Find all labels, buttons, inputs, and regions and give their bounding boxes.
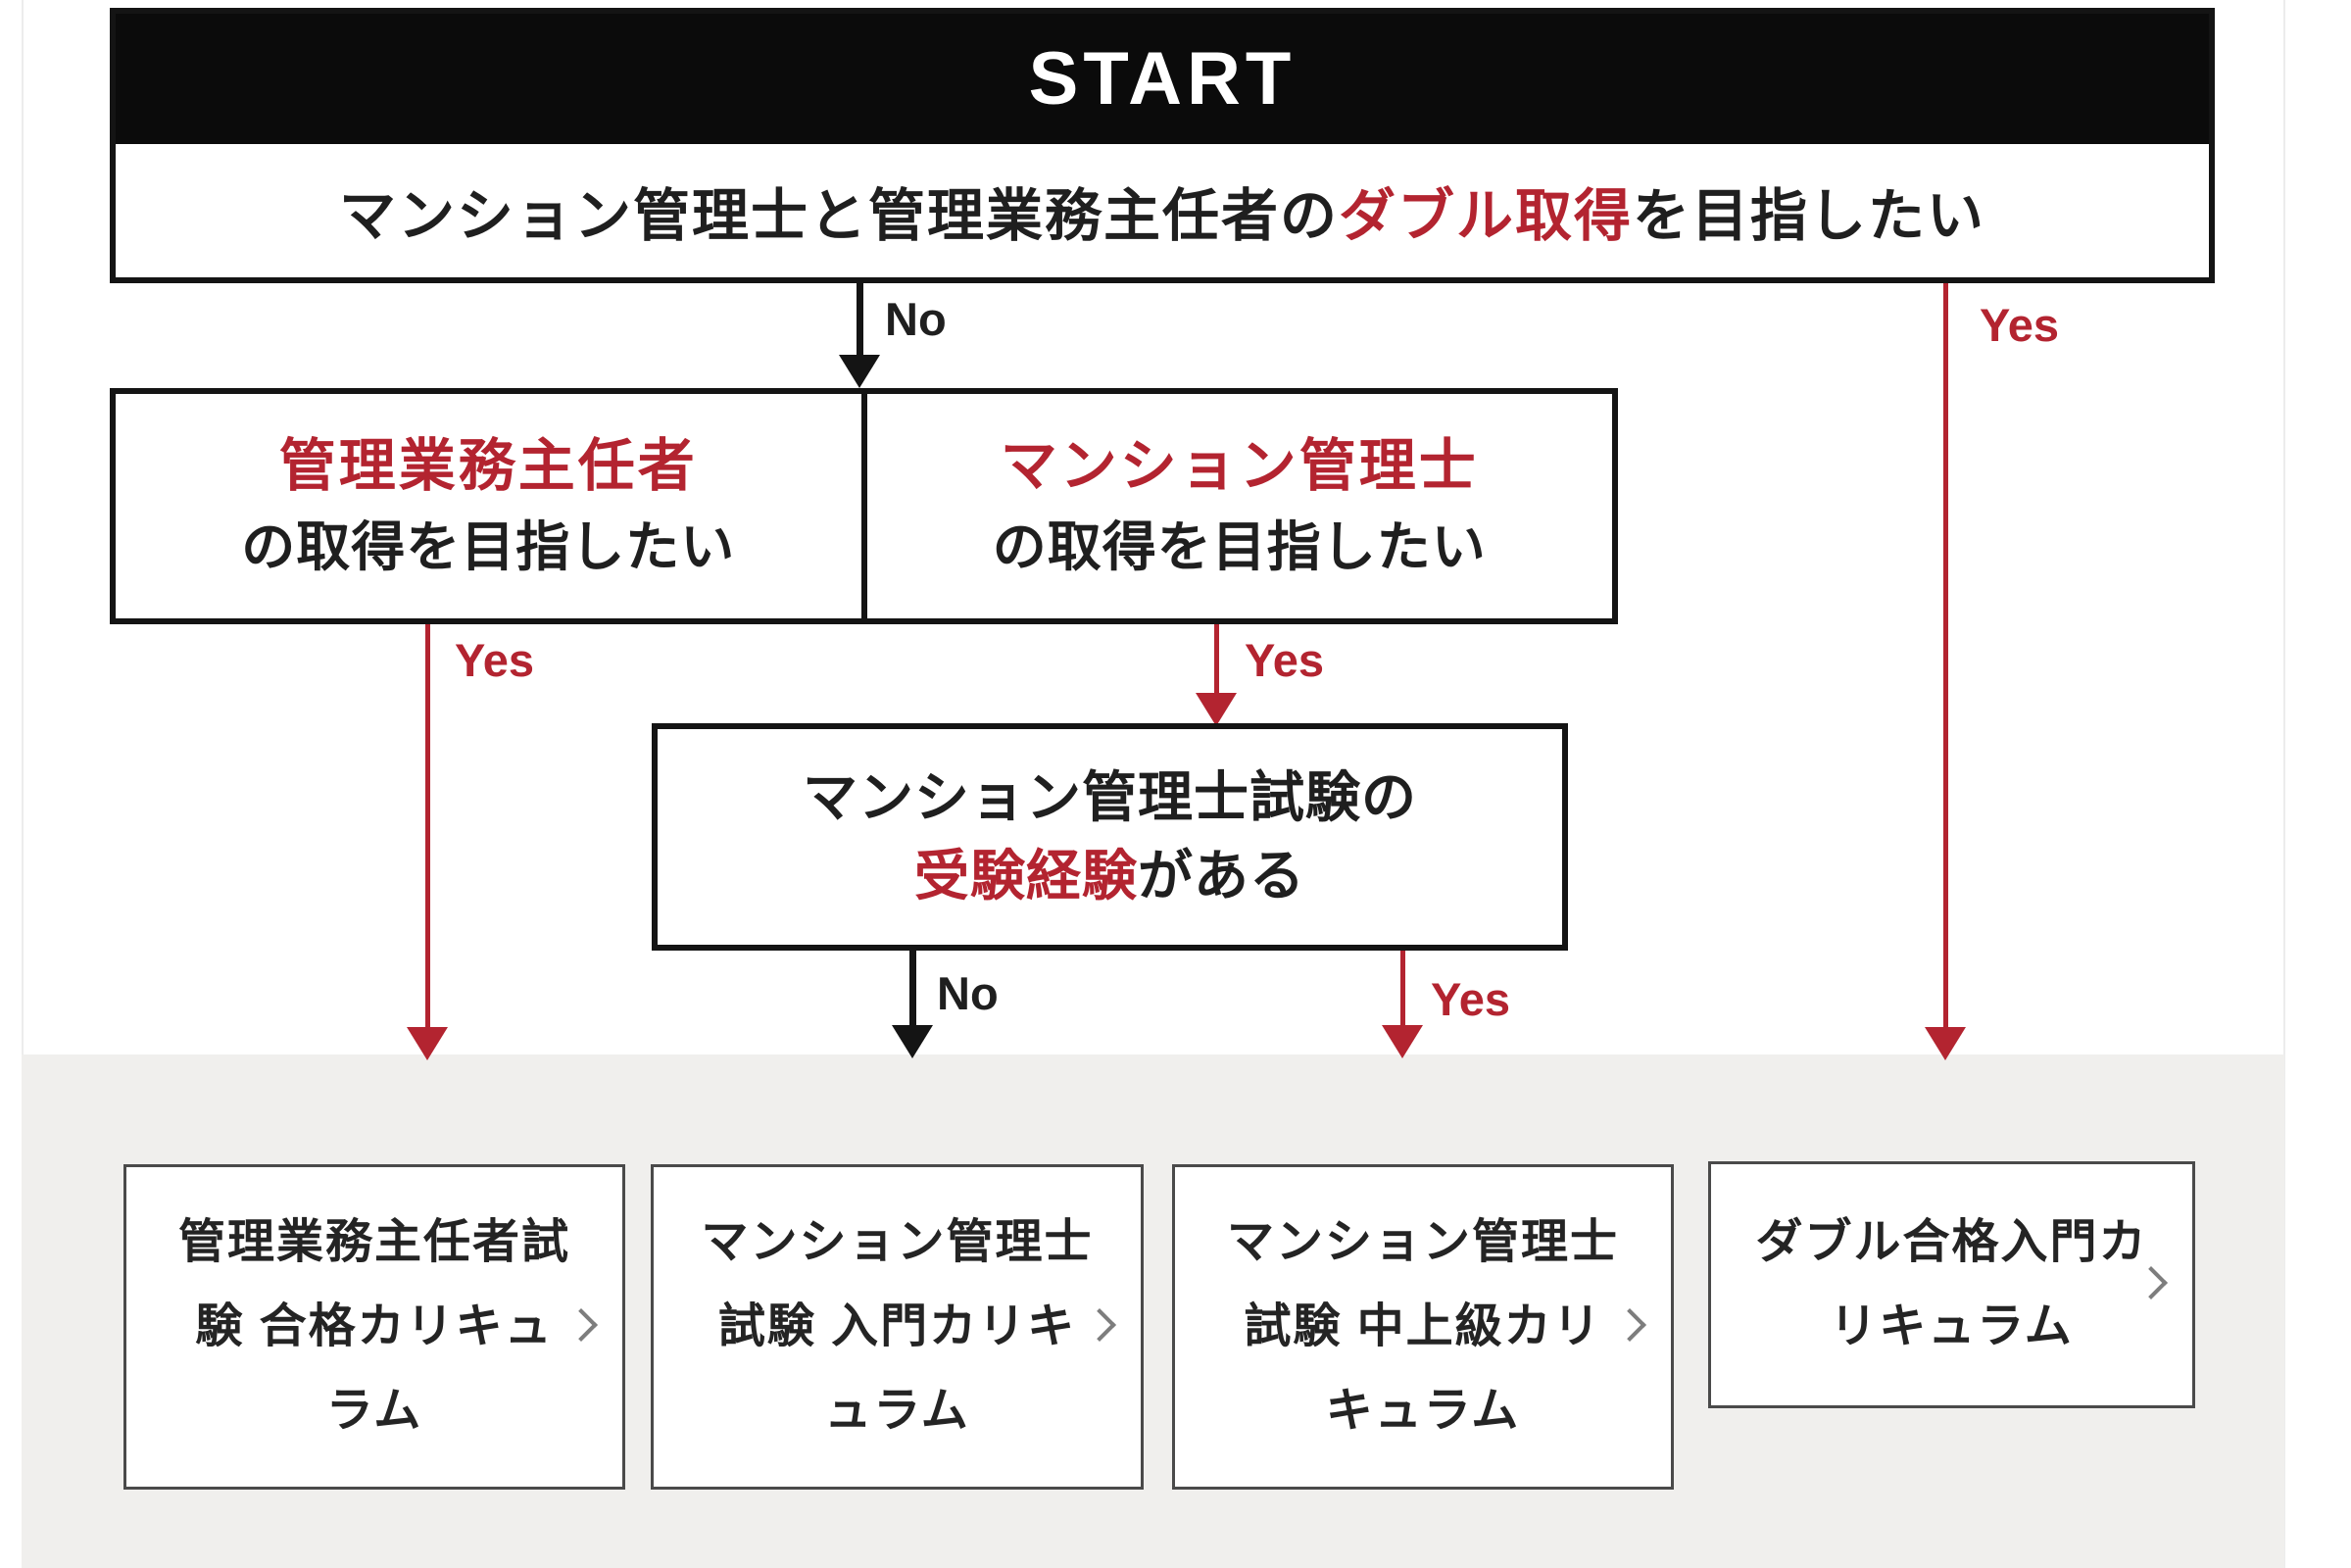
arrow-no-2-head <box>892 1025 933 1058</box>
label-yes-2: Yes <box>1431 973 1511 1025</box>
card-double-gokaku-curriculum[interactable]: ダブル合格入門カ リキュラム <box>1708 1161 2195 1408</box>
question-text-after: を目指したい <box>1633 184 1986 248</box>
card-double-gokaku-label: ダブル合格入門カ リキュラム <box>1755 1216 2148 1352</box>
card-mankan-chujokyu-label: マンション管理士 試験 中上級カリ キュラム <box>1226 1216 1619 1437</box>
arrow-no-2-line <box>909 951 916 1027</box>
arrow-yes-left-line <box>425 624 430 1029</box>
question-kanri-gyomu-subtitle: の取得を目指したい <box>241 515 736 577</box>
column-border-right <box>2283 0 2285 1568</box>
question-kanri-gyomu-title: 管理業務主任者 <box>278 433 698 498</box>
label-yes-left: Yes <box>455 634 535 686</box>
card-mankan-nyumon-curriculum[interactable]: マンション管理士 試験 入門カリキ ュラム <box>651 1164 1144 1490</box>
question-kanri-gyomu: 管理業務主任者 の取得を目指したい <box>116 394 867 618</box>
arrow-yes-right-head <box>1925 1027 1966 1060</box>
arrow-no-1-line <box>857 283 863 357</box>
label-no-1: No <box>885 293 947 345</box>
arrow-yes-left-head <box>407 1027 448 1060</box>
arrow-yes-mid-line <box>1214 624 1219 695</box>
question-mansion-kanrishi: マンション管理士 の取得を目指したい <box>867 394 1613 618</box>
card-kanri-gyomu-curriculum[interactable]: 管理業務主任者試 験 合格カリキュ ラム <box>123 1164 625 1490</box>
arrow-yes-mid-head <box>1196 693 1237 726</box>
card-mankan-nyumon-label: マンション管理士 試験 入門カリキ ュラム <box>701 1216 1094 1437</box>
question-double-license: マンション管理士と管理業務主任者のダブル取得を目指したい <box>116 144 2209 277</box>
question-text-before: マンション管理士と管理業務主任者の <box>338 184 1339 248</box>
label-yes-mid: Yes <box>1245 634 1325 686</box>
question-mansion-kanrishi-subtitle: の取得を目指したい <box>992 515 1487 577</box>
question-mansion-kanrishi-title: マンション管理士 <box>1000 433 1479 498</box>
column-border-left <box>22 0 24 1568</box>
card-mankan-chujokyu-curriculum[interactable]: マンション管理士 試験 中上級カリ キュラム <box>1172 1164 1674 1490</box>
start-question-box: START マンション管理士と管理業務主任者のダブル取得を目指したい <box>110 8 2215 283</box>
arrow-yes-2-head <box>1382 1025 1423 1058</box>
question-exam-experience: マンション管理士試験の 受験経験がある <box>652 723 1568 951</box>
exam-experience-after: がある <box>1138 845 1305 906</box>
second-question-row: 管理業務主任者 の取得を目指したい マンション管理士 の取得を目指したい <box>110 388 1618 624</box>
arrow-yes-2-line <box>1400 951 1405 1027</box>
question-text-highlight: ダブル取得 <box>1338 184 1633 248</box>
arrow-yes-right-line <box>1943 283 1948 1029</box>
label-no-2: No <box>937 967 999 1019</box>
start-label: START <box>1028 37 1297 121</box>
card-kanri-gyomu-label: 管理業務主任者試 験 合格カリキュ ラム <box>177 1216 570 1437</box>
arrow-no-1-head <box>839 355 880 388</box>
question-exam-experience-line1: マンション管理士試験の <box>803 766 1417 828</box>
exam-experience-highlight: 受験経験 <box>914 845 1138 906</box>
label-yes-right: Yes <box>1980 299 2060 351</box>
start-header: START <box>116 14 2209 144</box>
question-exam-experience-line2: 受験経験がある <box>914 837 1305 915</box>
